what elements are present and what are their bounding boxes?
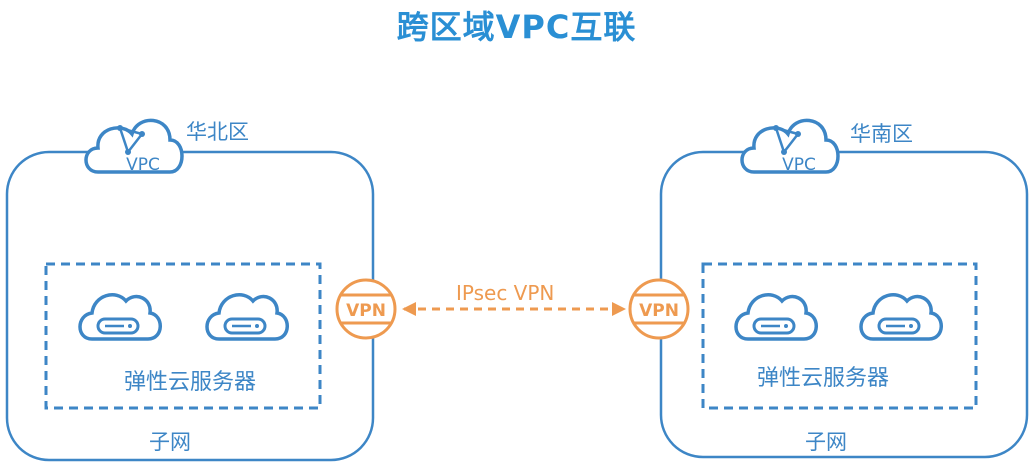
vpc-cloud-icon (84, 118, 184, 174)
vpn-label: VPN (639, 301, 679, 321)
region-name-south: 华南区 (850, 122, 913, 146)
vpc-cloud-icon (740, 118, 840, 174)
subnet-boundary-south (701, 262, 978, 410)
server-cloud-icon (734, 293, 819, 341)
region-name-north: 华北区 (186, 120, 249, 144)
region-boundary-north (5, 150, 375, 462)
arrow-left-icon (402, 302, 416, 316)
diagram-title: 跨区域VPC互联 (396, 8, 637, 46)
vpn-label: VPN (346, 301, 386, 321)
server-cloud-icon (78, 293, 163, 341)
vpc-label: VPC (126, 155, 160, 175)
server-cloud-icon (859, 293, 944, 341)
vpc-label: VPC (782, 155, 816, 175)
subnet-label-south: 子网 (805, 430, 847, 454)
subnet-label-north: 子网 (149, 430, 191, 454)
subnet-boundary-north (44, 262, 322, 410)
server-group-label-north: 弹性云服务器 (124, 370, 257, 395)
arrow-right-icon (612, 302, 626, 316)
region-boundary-south (659, 150, 1029, 459)
server-group-label-south: 弹性云服务器 (757, 366, 890, 391)
ipsec-vpn-label: IPsec VPN (456, 281, 555, 305)
server-cloud-icon (205, 293, 290, 341)
